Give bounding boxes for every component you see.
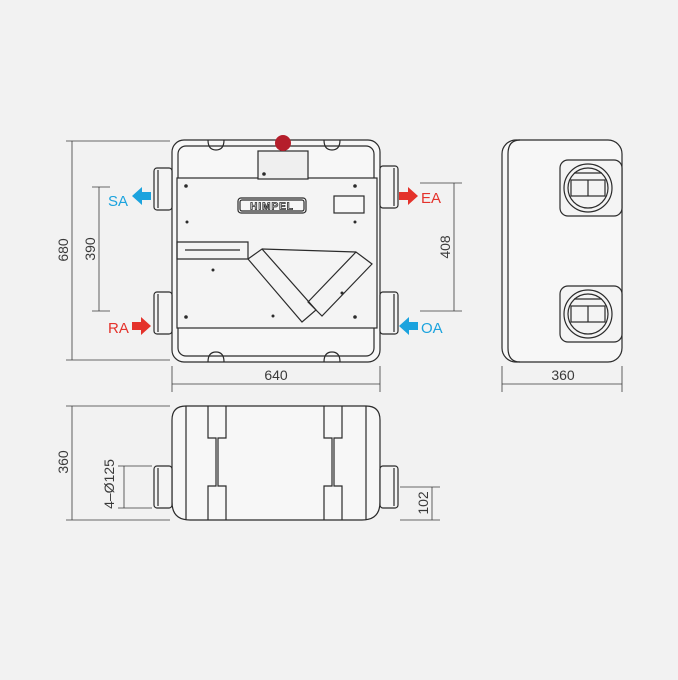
bottom-view [153, 405, 399, 521]
airflow-arrows [132, 187, 418, 335]
side-port-upper [559, 159, 623, 217]
brand-logo: HIMPEL [250, 202, 294, 213]
display-window [333, 195, 365, 214]
ea-label: EA [421, 190, 441, 207]
port-ea [379, 165, 399, 209]
indicator-light [275, 135, 291, 151]
bottom-housing [171, 405, 381, 521]
dim-duct-offset: 102 [415, 491, 431, 515]
port-ra [153, 291, 173, 335]
ra-arrow [132, 317, 151, 335]
dim-front-height: 680 [55, 238, 71, 262]
ea-arrow [399, 187, 418, 205]
brand-plate [237, 197, 307, 214]
oa-arrow [399, 317, 418, 335]
bottom-port-left [153, 465, 173, 509]
dim-duct-spec: 4–Ø125 [101, 459, 117, 509]
side-port-lower [559, 285, 623, 343]
dim-front-width: 640 [264, 367, 288, 383]
bottom-port-right [379, 465, 399, 509]
oa-label: OA [421, 320, 443, 337]
port-oa [379, 291, 399, 335]
sa-arrow [132, 187, 151, 205]
ra-label: RA [108, 320, 129, 337]
heat-exchanger-right [307, 251, 373, 317]
bottom-dimension-lines [66, 405, 440, 521]
front-dimension-lines [66, 140, 462, 392]
screws [184, 184, 357, 319]
dim-inlet-spacing: 390 [82, 237, 98, 261]
port-sa [153, 167, 173, 211]
side-dimension-lines [501, 366, 623, 392]
dim-outlet-spacing: 408 [437, 235, 453, 259]
sa-label: SA [108, 193, 128, 210]
side-view [501, 139, 623, 363]
dim-bottom-height: 360 [55, 450, 71, 474]
dim-side-width: 360 [551, 367, 575, 383]
front-view [153, 139, 399, 363]
